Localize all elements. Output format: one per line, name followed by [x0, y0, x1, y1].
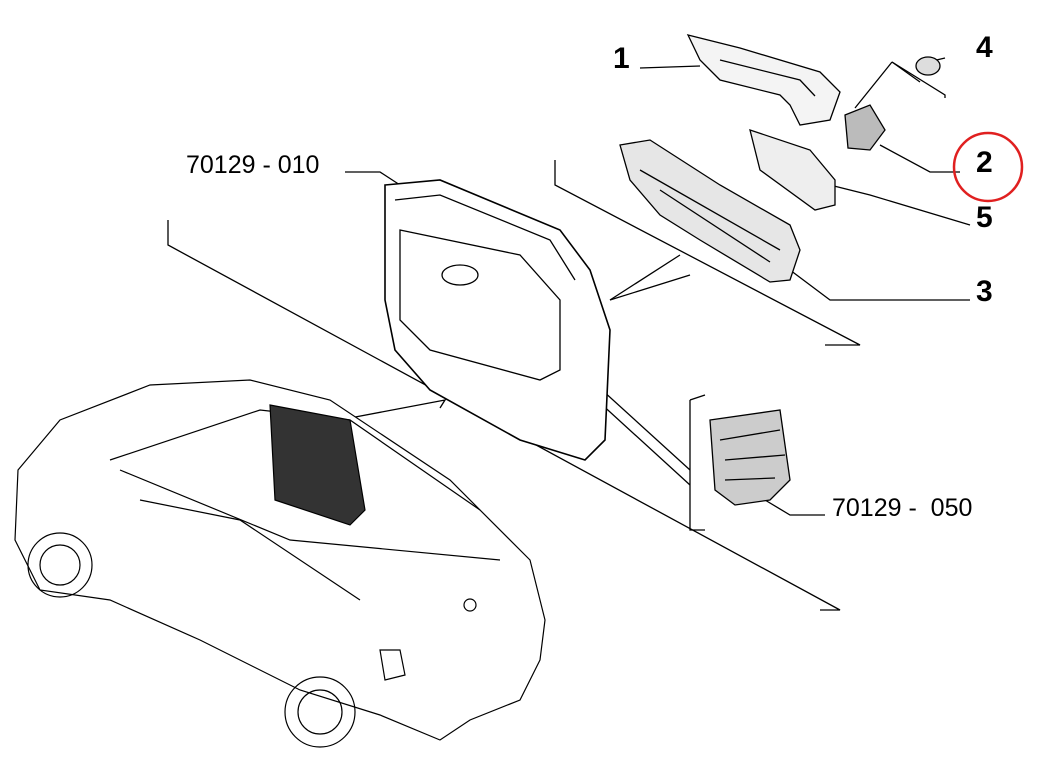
gasket-part — [749, 129, 836, 211]
highlight-circle — [952, 131, 1024, 203]
callout-4[interactable]: 4 — [976, 31, 993, 64]
outer-handle-part — [686, 34, 841, 126]
key-cylinder-part — [844, 56, 941, 151]
callout-5[interactable]: 5 — [976, 201, 993, 234]
callout-2[interactable]: 2 — [976, 146, 993, 179]
door-panel-part — [384, 179, 611, 461]
callout-3[interactable]: 3 — [976, 275, 993, 308]
handle-bracket-part — [619, 139, 801, 283]
callout-1[interactable]: 1 — [613, 42, 630, 75]
reference-lock[interactable]: 70129 - 050 — [832, 494, 973, 522]
car-body — [14, 379, 546, 748]
door-lock-part — [709, 409, 791, 506]
reference-door[interactable]: 70129 - 010 — [186, 151, 320, 179]
